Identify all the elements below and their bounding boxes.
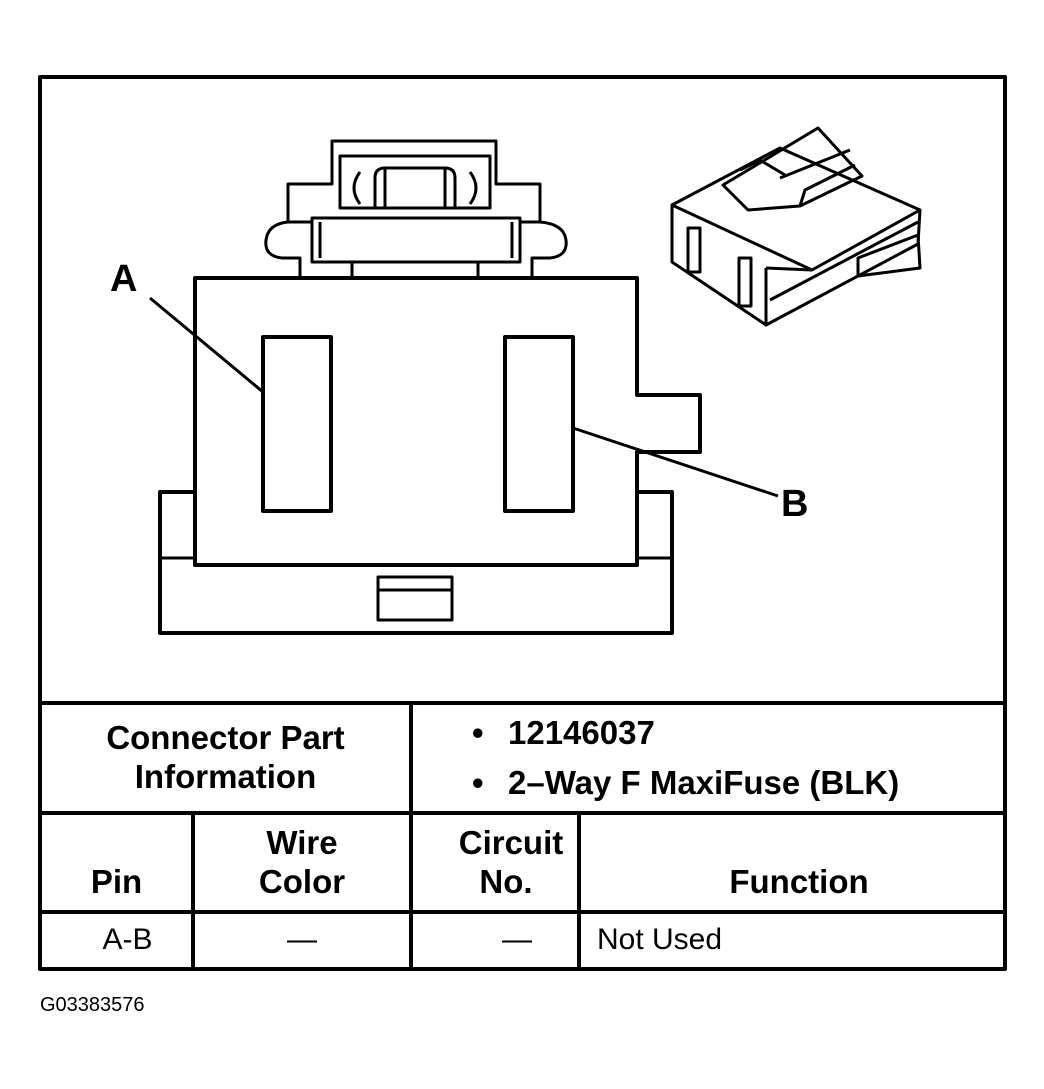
connector-front-view (158, 139, 702, 635)
bullet-marker: • (472, 714, 484, 751)
terminal-cavity-a (261, 335, 333, 513)
table-row-wire-color: — (287, 923, 317, 956)
callout-label-b: B (781, 483, 809, 525)
connector-part-info-label-line1: Connector Part (106, 719, 345, 756)
leader-line-b (572, 426, 779, 498)
header-wire-color-line2: Color (258, 863, 346, 900)
figure-reference: G03383576 (40, 994, 145, 1016)
header-pin: Pin (90, 863, 143, 900)
header-function: Function (729, 863, 869, 900)
bullet-marker: • (472, 764, 484, 801)
leader-line-a (149, 296, 264, 394)
part-description: 2–Way F MaxiFuse (BLK) (508, 764, 900, 801)
callout-label-a: A (110, 258, 138, 300)
table-row-circuit: — (502, 923, 532, 956)
connector-part-info-label-line2: Information (134, 758, 317, 795)
header-circuit-line1: Circuit (458, 824, 564, 861)
header-circuit-line2: No. (479, 863, 533, 900)
header-wire-color-line1: Wire (266, 824, 338, 861)
figure-border (38, 75, 1007, 971)
terminal-cavity-b (503, 335, 575, 513)
table-row-function: Not Used (597, 923, 723, 956)
table-row-pin: A-B (102, 923, 153, 956)
connector-iso-view (670, 126, 922, 327)
part-number: 12146037 (508, 714, 655, 751)
